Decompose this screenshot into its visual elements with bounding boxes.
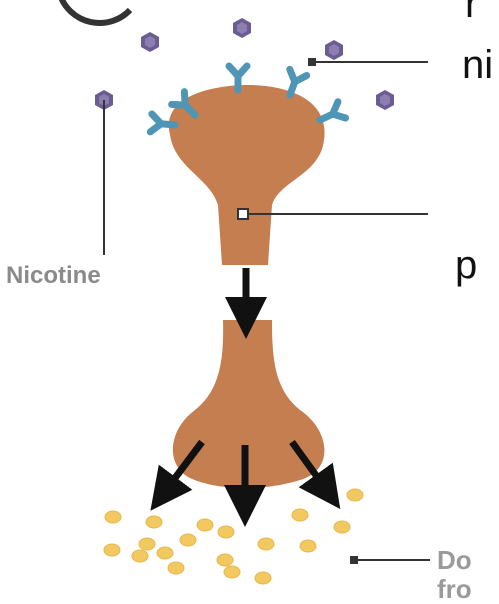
step-number-circle-fragment [60, 0, 130, 23]
dopamine-molecule-icon [334, 521, 350, 533]
leader-dot [350, 556, 358, 564]
dopamine-molecule-icon [168, 562, 184, 574]
dopamine-molecule-icon [300, 540, 316, 552]
dopamine-molecule-icon [146, 516, 162, 528]
dopamine-molecule-icon [105, 511, 121, 523]
label-bottom-right-line1: Do [437, 547, 472, 573]
label-bottom-right-line2: fro [437, 576, 472, 602]
dopamine-molecule-icon [224, 566, 240, 578]
dopamine-molecule-icon [197, 519, 213, 531]
dopamine-molecule-icon [217, 554, 233, 566]
leader-dot [308, 58, 316, 66]
label-nicotine: Nicotine [6, 264, 101, 288]
nicotine-molecule-icon [376, 90, 394, 110]
leader-dot [238, 209, 248, 219]
dopamine-molecule-icon [132, 550, 148, 562]
nicotine-molecule-icon [233, 18, 251, 38]
dopamine-molecule-icon [180, 534, 196, 546]
dopamine-molecule-icon [139, 538, 155, 550]
dopamine-molecule-icon [258, 538, 274, 550]
label-middle-right: p [455, 245, 477, 285]
dopamine-molecule-icon [104, 544, 120, 556]
dopamine-molecule-icon [347, 489, 363, 501]
label-top-right-line1: r [465, 0, 478, 24]
dopamine-molecule-icon [292, 509, 308, 521]
nicotine-molecule-icon [325, 40, 343, 60]
dopamine-molecule-icon [255, 572, 271, 584]
dopamine-molecule-icon [157, 547, 173, 559]
label-top-right-line2: ni [462, 45, 493, 85]
dopamine-molecule-icon [218, 526, 234, 538]
nicotine-molecule-icon [141, 32, 159, 52]
lower-neuron [173, 320, 325, 488]
dopamine-molecules [104, 489, 363, 584]
